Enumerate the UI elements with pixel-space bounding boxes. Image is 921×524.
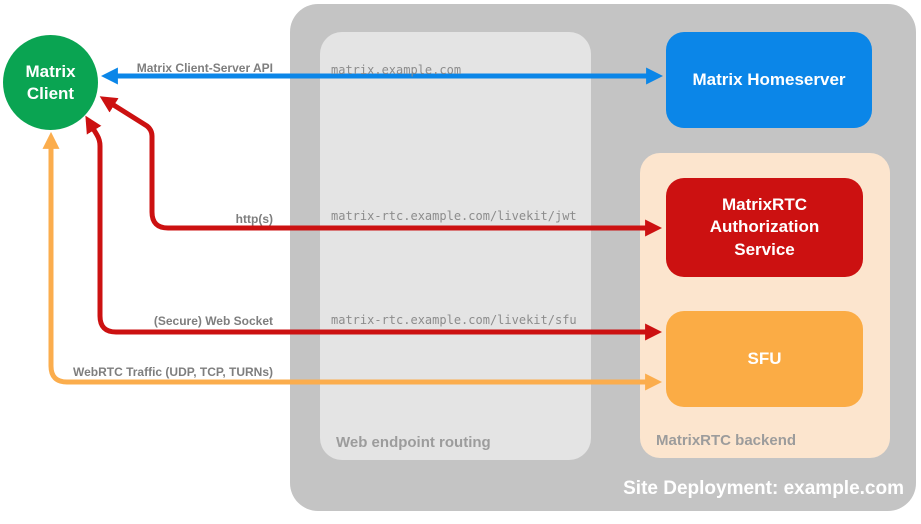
edge-endpoint-matrix-example-com: matrix.example.com bbox=[331, 63, 462, 77]
edge-label-https: http(s) bbox=[235, 212, 273, 226]
node-matrix-client: Matrix Client bbox=[3, 35, 98, 130]
edge-endpoint-livekit-sfu: matrix-rtc.example.com/livekit/sfu bbox=[331, 313, 577, 327]
edge-endpoint-livekit-jwt: matrix-rtc.example.com/livekit/jwt bbox=[331, 209, 577, 223]
web-endpoint-routing-container: Web endpoint routing bbox=[320, 32, 591, 460]
web-endpoint-routing-label: Web endpoint routing bbox=[336, 434, 491, 451]
edge-label-secure-web-socket: (Secure) Web Socket bbox=[153, 314, 273, 328]
node-matrixrtc-authorization-service: MatrixRTC Authorization Service bbox=[666, 178, 863, 277]
site-deployment-label: Site Deployment: example.com bbox=[623, 478, 904, 499]
edge-label-client-server-api: Matrix Client-Server API bbox=[136, 61, 273, 75]
matrixrtc-backend-label: MatrixRTC backend bbox=[656, 432, 797, 449]
node-matrix-homeserver: Matrix Homeserver bbox=[666, 32, 872, 128]
node-sfu: SFU bbox=[666, 311, 863, 407]
edge-label-webrtc-traffic: WebRTC Traffic (UDP, TCP, TURNs) bbox=[72, 365, 273, 379]
